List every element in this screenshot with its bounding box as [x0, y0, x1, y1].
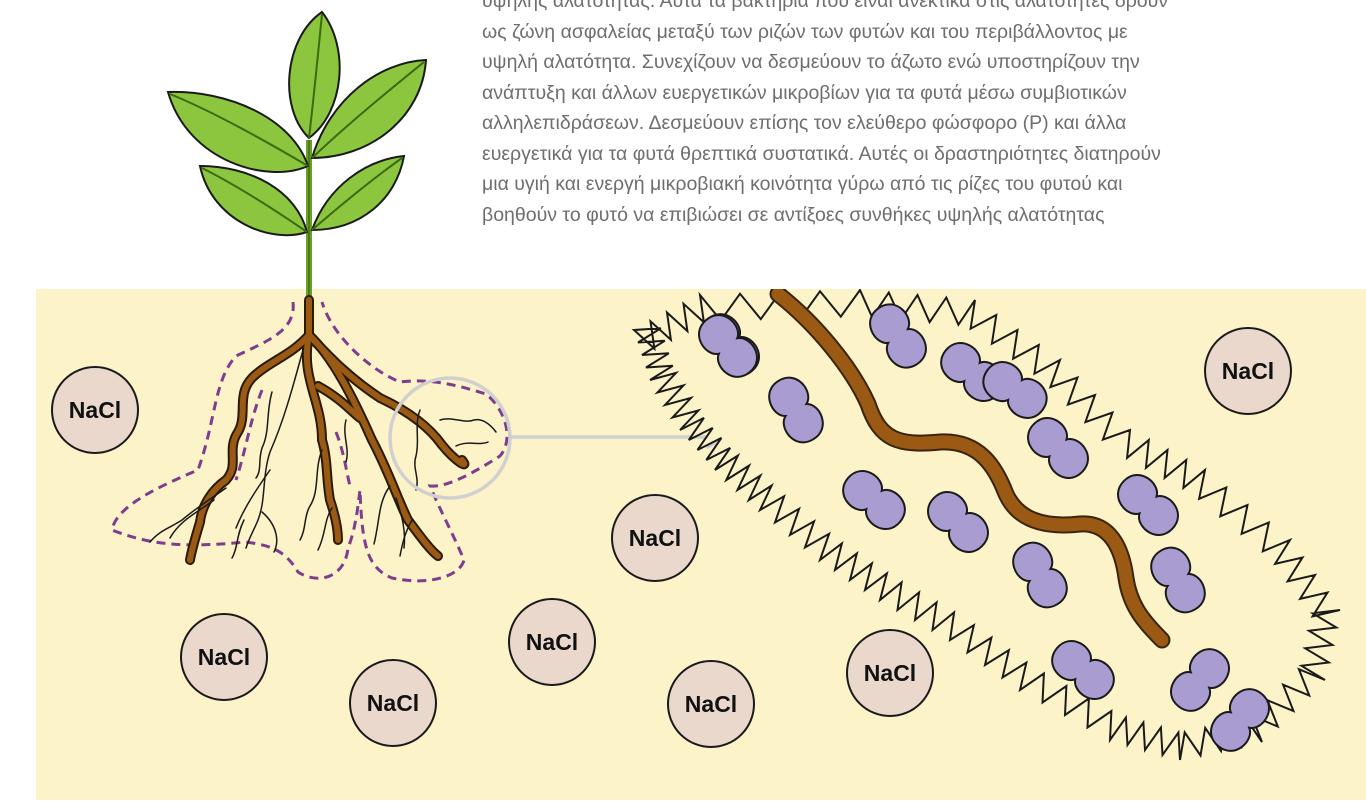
plant-roots [150, 300, 496, 560]
leaf-upper-left [168, 92, 308, 172]
magnifier-ring [390, 378, 510, 498]
salt-label: NaCl [526, 629, 578, 655]
salt-label: NaCl [367, 690, 419, 716]
salt-label: NaCl [629, 525, 681, 551]
salt-label: NaCl [69, 397, 121, 423]
leaf-lower-left [200, 166, 307, 235]
salt-particle: NaCl [350, 660, 436, 746]
leaf-lower-right [312, 156, 404, 230]
salt-particle: NaCl [847, 630, 933, 716]
salt-particle: NaCl [52, 367, 138, 453]
salt-particle: NaCl [509, 599, 595, 685]
salt-label: NaCl [864, 660, 916, 686]
salt-particle: NaCl [612, 495, 698, 581]
salt-particle: NaCl [181, 614, 267, 700]
salt-label: NaCl [1222, 358, 1274, 384]
salt-label: NaCl [685, 691, 737, 717]
salt-particle: NaCl [1205, 328, 1291, 414]
plant-shoot [168, 12, 426, 302]
salt-particle: NaCl [668, 661, 754, 747]
salt-label: NaCl [198, 644, 250, 670]
